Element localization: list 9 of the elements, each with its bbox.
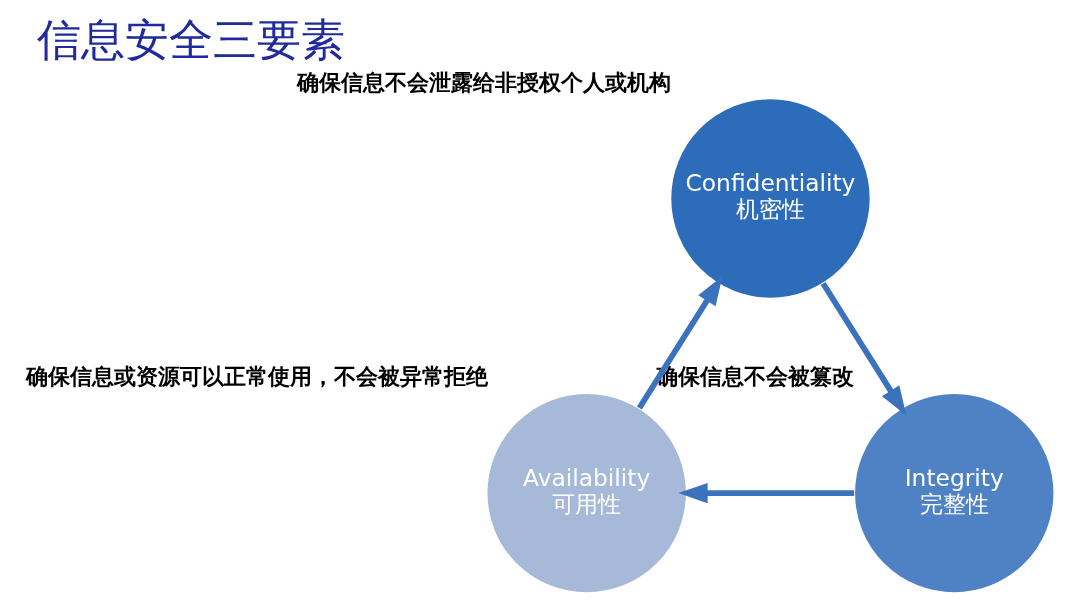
- arrow: [636, 276, 723, 410]
- node-label: 确保信息不会泄露给非授权个人或机构: [297, 69, 672, 95]
- diagram-title: 信息安全三要素: [37, 13, 346, 65]
- node-circle: Availability 可用性: [486, 392, 688, 594]
- node-circle: Confidentiality 机密性: [669, 97, 872, 300]
- node-label: 确保信息或资源可以正常使用，不会被异常拒绝: [25, 364, 488, 390]
- arrow: [820, 281, 907, 416]
- node-circle: Integrity 完整性: [853, 392, 1055, 594]
- arrow: [678, 482, 855, 504]
